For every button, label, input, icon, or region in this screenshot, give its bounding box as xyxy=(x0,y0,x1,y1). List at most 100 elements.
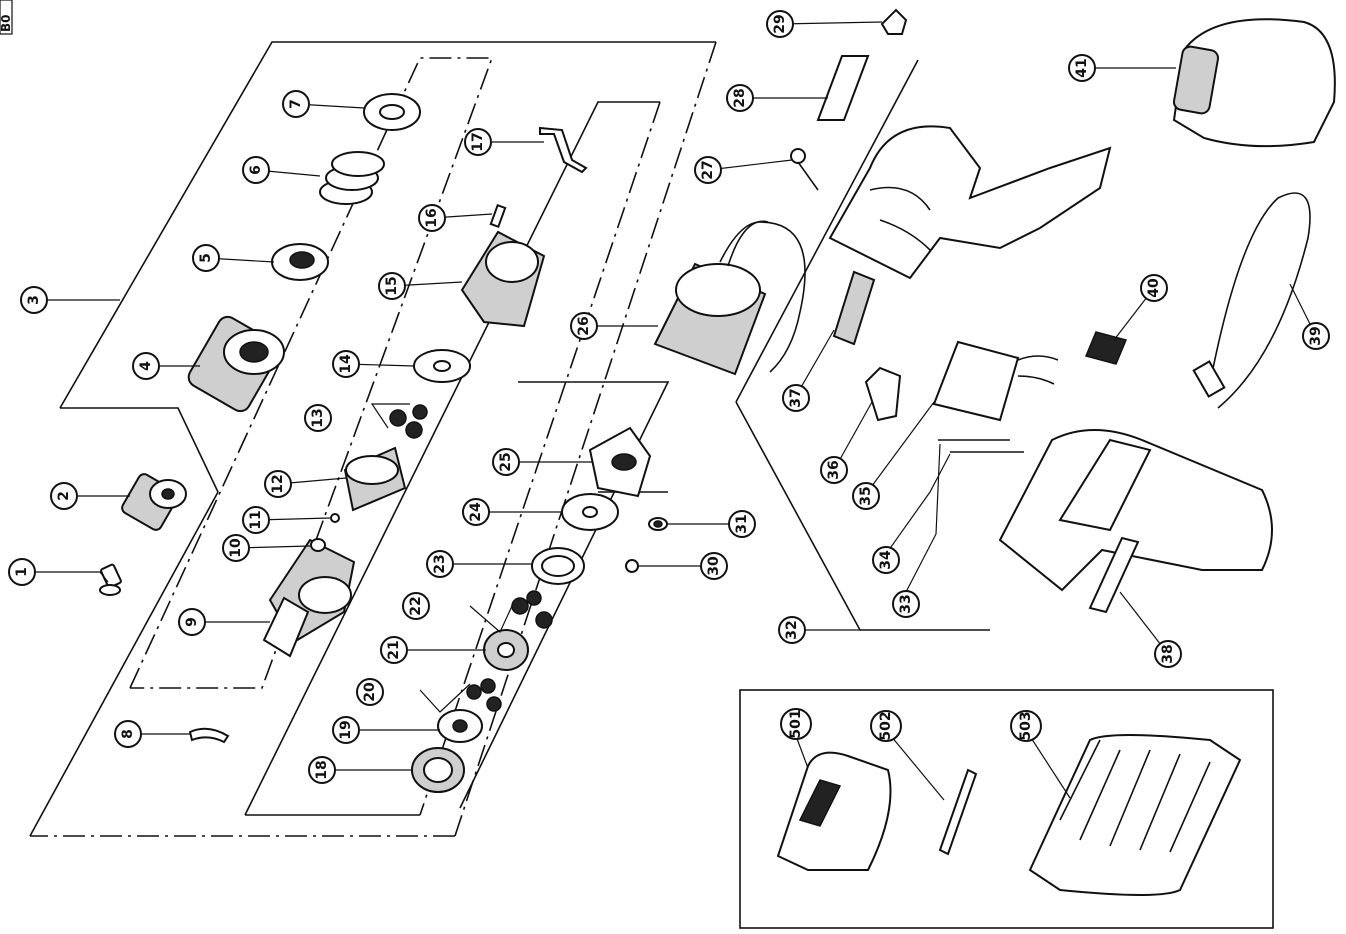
callout-circle xyxy=(132,352,160,380)
callout-circle xyxy=(378,272,406,300)
callout-number: 503 xyxy=(1018,711,1034,740)
callout-number: 2 xyxy=(56,491,72,501)
callout-number: 3 xyxy=(26,295,42,305)
callout-circle xyxy=(1140,274,1168,302)
callout-number: 4 xyxy=(138,361,154,371)
part-terminal-40 xyxy=(1084,331,1128,365)
callout-number: 39 xyxy=(1308,326,1324,345)
callout-number: 11 xyxy=(248,510,264,529)
callout-6: 6 xyxy=(242,156,270,184)
callout-27: 27 xyxy=(694,156,722,184)
corner-label: B0 xyxy=(0,0,13,35)
part-battery-41 xyxy=(1172,18,1336,148)
callout-number: 14 xyxy=(338,354,354,374)
callout-14: 14 xyxy=(332,350,360,378)
callout-circle xyxy=(356,678,384,706)
part-screw-16 xyxy=(489,203,507,229)
callout-16: 16 xyxy=(418,204,446,232)
callout-circle xyxy=(728,510,756,538)
part-plate-24 xyxy=(561,493,619,531)
callout-19: 19 xyxy=(332,716,360,744)
part-ring-gear-12 xyxy=(343,446,407,512)
callout-circle xyxy=(222,534,250,562)
callout-number: 40 xyxy=(1146,278,1162,298)
part-chuck-2 xyxy=(121,473,187,531)
callout-number: 19 xyxy=(338,720,354,739)
callout-number: 21 xyxy=(386,640,402,659)
callout-circle xyxy=(700,552,728,580)
callout-number: 9 xyxy=(184,617,200,627)
callout-23: 23 xyxy=(426,550,454,578)
part-ball-10 xyxy=(310,538,326,552)
callout-number: 37 xyxy=(788,388,804,407)
callout-circle xyxy=(380,636,408,664)
callout-number: 16 xyxy=(424,208,440,227)
callout-number: 35 xyxy=(858,486,874,505)
callout-28: 28 xyxy=(726,84,754,112)
callout-33: 33 xyxy=(892,590,920,618)
callout-circle xyxy=(780,708,812,740)
part-trigger-36 xyxy=(864,366,902,422)
part-switch-35 xyxy=(932,340,1059,422)
callout-circle xyxy=(426,550,454,578)
callout-circle xyxy=(242,156,270,184)
callout-number: 13 xyxy=(310,408,326,427)
part-gear-case-15 xyxy=(460,230,546,328)
part-spindle-9 xyxy=(262,538,356,658)
part-screw-27 xyxy=(790,148,819,191)
callout-number: 24 xyxy=(468,502,484,522)
callout-20: 20 xyxy=(356,678,384,706)
callout-502: 502 xyxy=(870,710,902,742)
callout-26: 26 xyxy=(570,312,598,340)
callout-number: 501 xyxy=(788,709,804,738)
part-case-503 xyxy=(1028,734,1242,896)
callout-number: 32 xyxy=(784,620,800,639)
callout-24: 24 xyxy=(462,498,490,526)
callout-circle xyxy=(782,384,810,412)
callout-number: 33 xyxy=(898,594,914,613)
callout-number: 7 xyxy=(288,99,304,109)
part-carrier-19 xyxy=(437,709,483,743)
callout-number: 502 xyxy=(878,711,894,740)
callout-circle xyxy=(418,204,446,232)
callout-32: 32 xyxy=(778,616,806,644)
callout-circle xyxy=(178,608,206,636)
callout-circle xyxy=(242,506,270,534)
callout-circle xyxy=(8,558,36,586)
callout-number: 18 xyxy=(314,760,330,779)
callout-12: 12 xyxy=(264,470,292,498)
callout-circle xyxy=(332,716,360,744)
callout-3: 3 xyxy=(20,286,48,314)
part-washer-14 xyxy=(413,349,471,383)
callout-circle xyxy=(50,482,78,510)
part-washer-7 xyxy=(363,93,421,131)
callout-circle xyxy=(464,128,492,156)
callout-number: 31 xyxy=(734,514,750,533)
callout-circle xyxy=(1302,322,1330,350)
callout-number: 36 xyxy=(826,460,842,479)
callout-1: 1 xyxy=(8,558,36,586)
callout-group: 1234567891011121314151617181920212223242… xyxy=(8,10,1330,784)
part-ring-gear-23 xyxy=(531,547,585,585)
callout-circle xyxy=(264,470,292,498)
callout-30: 30 xyxy=(700,552,728,580)
callout-10: 10 xyxy=(222,534,250,562)
leader-lines xyxy=(34,21,1317,801)
callout-number: 30 xyxy=(706,556,722,576)
part-ring-5 xyxy=(271,243,329,281)
callout-number: 27 xyxy=(700,160,716,179)
callout-number: 15 xyxy=(384,276,400,295)
part-clip-8 xyxy=(188,727,230,744)
part-clip-17 xyxy=(539,126,588,174)
callout-8: 8 xyxy=(114,720,142,748)
callout-circle xyxy=(820,456,848,484)
part-housing-half-32 xyxy=(998,429,1273,592)
callout-circle xyxy=(694,156,722,184)
callout-circle xyxy=(492,448,520,476)
part-planet-gears-13 xyxy=(370,403,428,439)
callout-number: 20 xyxy=(362,682,378,702)
callout-circle xyxy=(332,350,360,378)
part-label-38 xyxy=(1088,536,1140,614)
callout-31: 31 xyxy=(728,510,756,538)
callout-circle xyxy=(892,590,920,618)
